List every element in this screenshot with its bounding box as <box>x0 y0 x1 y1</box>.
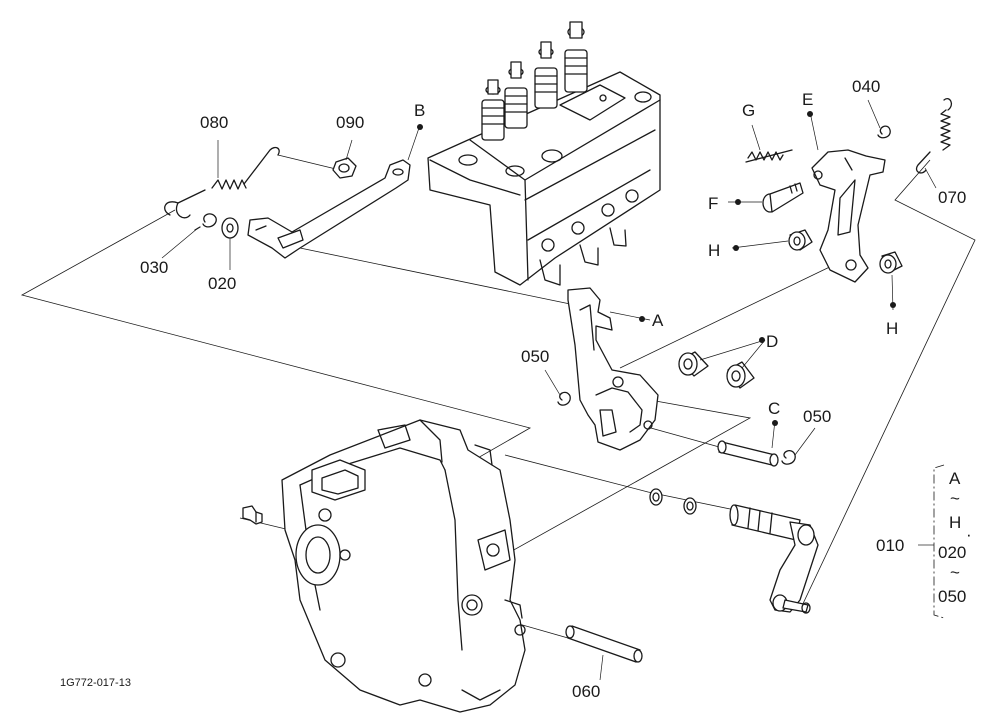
label-050-left: 050 <box>521 347 549 366</box>
kit-range2-end: 050 <box>938 587 966 606</box>
label-020: 020 <box>208 274 236 293</box>
label-090: 090 <box>336 113 364 132</box>
bush-d-1 <box>678 351 709 377</box>
injector-outlet-4 <box>564 21 588 93</box>
washer-040 <box>877 125 891 139</box>
callout-leaders <box>161 99 937 681</box>
figure-code: 1G772-017-13 <box>60 677 131 689</box>
lever-b <box>247 159 411 259</box>
injector-outlet-3 <box>534 41 558 109</box>
injector-outlet-2 <box>504 61 528 129</box>
callout-labels: 080 090 B 030 020 G E 040 070 F H H A 05… <box>140 77 966 701</box>
kit-range2-start: 020 <box>938 543 966 562</box>
bolt-gear-case <box>242 505 263 525</box>
label-g: G <box>742 101 755 120</box>
label-e: E <box>802 90 813 109</box>
label-080: 080 <box>200 113 228 132</box>
washer-020 <box>221 217 239 239</box>
kit-part-label: 010 <box>876 536 904 555</box>
clip-050-left <box>557 391 571 406</box>
collar-h-1 <box>788 229 813 251</box>
label-c: C <box>768 399 780 418</box>
bolt-f <box>762 182 804 213</box>
bracket-a <box>567 287 659 451</box>
clip-030 <box>194 213 217 231</box>
kit-range1-tilde: ~ <box>950 489 960 508</box>
pin-c <box>717 440 779 467</box>
label-b: B <box>414 101 425 120</box>
label-a: A <box>652 311 664 330</box>
label-060: 060 <box>572 682 600 701</box>
injection-pump <box>427 21 661 286</box>
label-050-right: 050 <box>803 407 831 426</box>
gear-case <box>281 419 526 713</box>
kit-range1-end: H <box>949 513 961 532</box>
lever-e <box>811 149 886 283</box>
kit-range1-start: A <box>949 469 961 488</box>
spring-g <box>745 149 793 163</box>
label-f: F <box>708 194 718 213</box>
label-070: 070 <box>938 188 966 207</box>
callout-dots <box>417 111 896 426</box>
clip-050-right <box>781 450 796 465</box>
pin-060 <box>565 625 643 663</box>
kit-range2-tilde: ~ <box>950 563 960 582</box>
label-h-right: H <box>886 319 898 338</box>
collar-h-2 <box>879 251 903 274</box>
governor-shaft <box>649 488 819 614</box>
kit-bracket: 010 A ~ H · 020 ~ 050 <box>876 464 972 619</box>
injector-outlet-1 <box>481 79 505 141</box>
spring-080 <box>164 146 280 219</box>
label-040: 040 <box>852 77 880 96</box>
label-h-left: H <box>708 241 720 260</box>
label-030: 030 <box>140 258 168 277</box>
spring-070 <box>915 98 953 174</box>
nut-090 <box>332 157 357 179</box>
bush-d-2 <box>726 361 755 389</box>
kit-separator: · <box>966 525 972 544</box>
label-d: D <box>766 332 778 351</box>
